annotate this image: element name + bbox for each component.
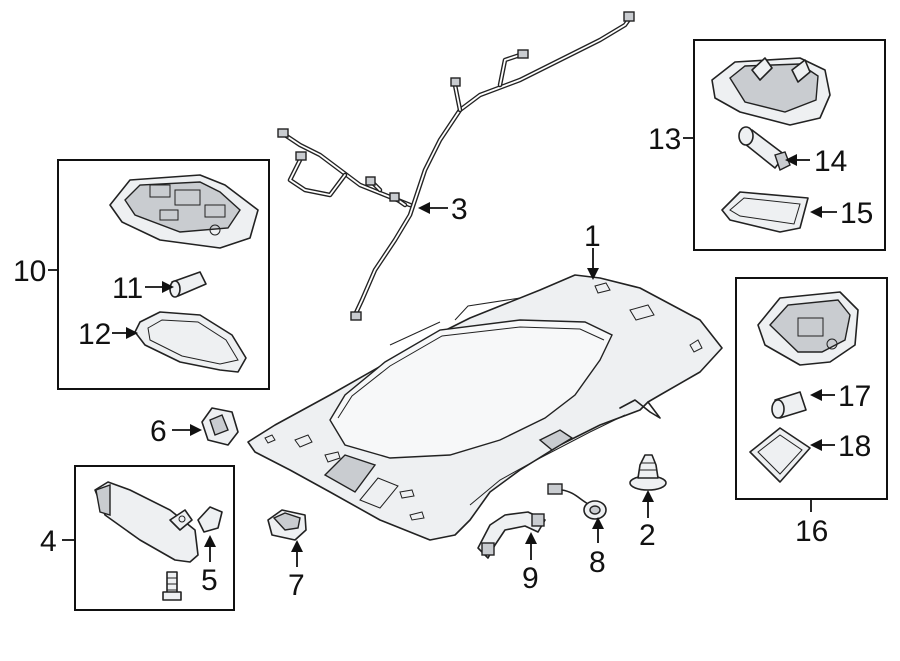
callout-4: 4 (40, 525, 57, 558)
wire-harness-part (277, 11, 635, 321)
clip-7-part (267, 509, 307, 541)
retainer-2-part (629, 454, 667, 491)
callout-17: 17 (838, 380, 871, 413)
map-lamp-assembly-part (109, 174, 259, 249)
callout-14: 14 (814, 145, 847, 178)
callout-13: 13 (648, 123, 681, 156)
callout-16: 16 (795, 515, 828, 548)
headliner-part (247, 274, 723, 541)
callout-10: 10 (13, 255, 46, 288)
callout-12: 12 (78, 318, 111, 351)
clip-6-part (201, 407, 239, 446)
visor-screw-part (162, 571, 182, 601)
callout-3: 3 (451, 193, 468, 226)
callout-8: 8 (589, 546, 606, 579)
bulb-11-part (169, 271, 207, 298)
lens-18-part (749, 427, 811, 483)
sun-visor-part (94, 481, 199, 563)
callout-2: 2 (639, 519, 656, 552)
callout-15: 15 (840, 197, 873, 230)
visor-clip-5-part (197, 506, 223, 533)
lamp-socket-8-part (547, 483, 607, 520)
callout-1: 1 (584, 220, 601, 253)
lens-15-part (721, 191, 809, 233)
leader-lines (48, 137, 837, 567)
callout-11: 11 (112, 272, 143, 305)
callout-6: 6 (150, 415, 167, 448)
callout-18: 18 (838, 430, 871, 463)
callout-5: 5 (201, 564, 218, 597)
callout-7: 7 (288, 569, 305, 602)
dome-lamp-assembly-part (711, 57, 831, 126)
grab-handle-9-part (477, 511, 546, 559)
bulb-17-part (771, 391, 807, 419)
callout-9: 9 (522, 562, 539, 595)
cargo-lamp-assembly-part (757, 291, 859, 366)
lens-12-part (134, 311, 247, 373)
bulb-14-part (738, 126, 791, 171)
